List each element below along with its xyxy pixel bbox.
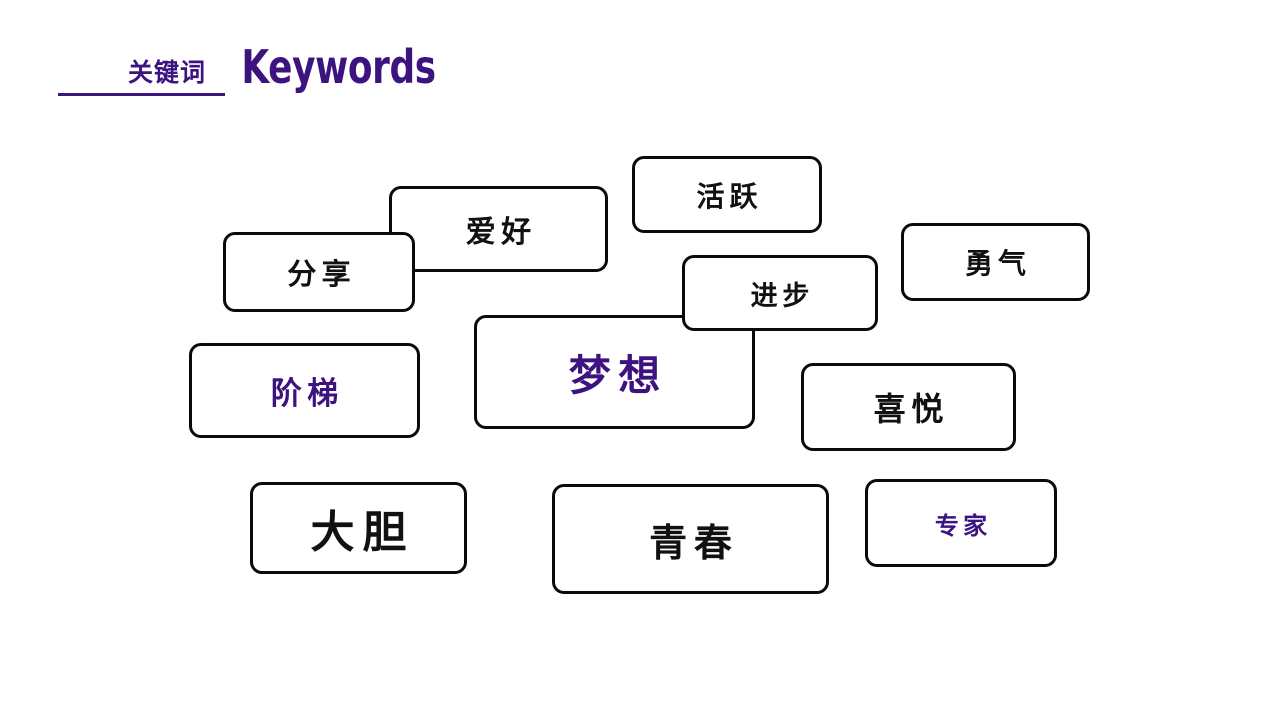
keyword-box-jinbu[interactable]: 进步 xyxy=(682,255,878,331)
page-title: 关键词 Keywords xyxy=(58,44,463,100)
keyword-box-fenxiang[interactable]: 分享 xyxy=(223,232,415,312)
keyword-box-xiyue[interactable]: 喜悦 xyxy=(801,363,1016,451)
keyword-box-zhuanjia[interactable]: 专家 xyxy=(865,479,1057,567)
page-title-english: Keywords xyxy=(241,40,436,94)
keyword-box-aihao[interactable]: 爱好 xyxy=(389,186,608,272)
keyword-box-dadan[interactable]: 大胆 xyxy=(250,482,467,574)
title-underline-rule xyxy=(58,93,225,96)
keyword-box-yongqi[interactable]: 勇气 xyxy=(901,223,1090,301)
keyword-box-qingchun[interactable]: 青春 xyxy=(552,484,829,594)
keyword-box-jieti[interactable]: 阶梯 xyxy=(189,343,420,438)
keyword-box-mengxiang[interactable]: 梦想 xyxy=(474,315,755,429)
keyword-box-huoyue[interactable]: 活跃 xyxy=(632,156,822,233)
page-title-chinese: 关键词 xyxy=(128,58,207,87)
